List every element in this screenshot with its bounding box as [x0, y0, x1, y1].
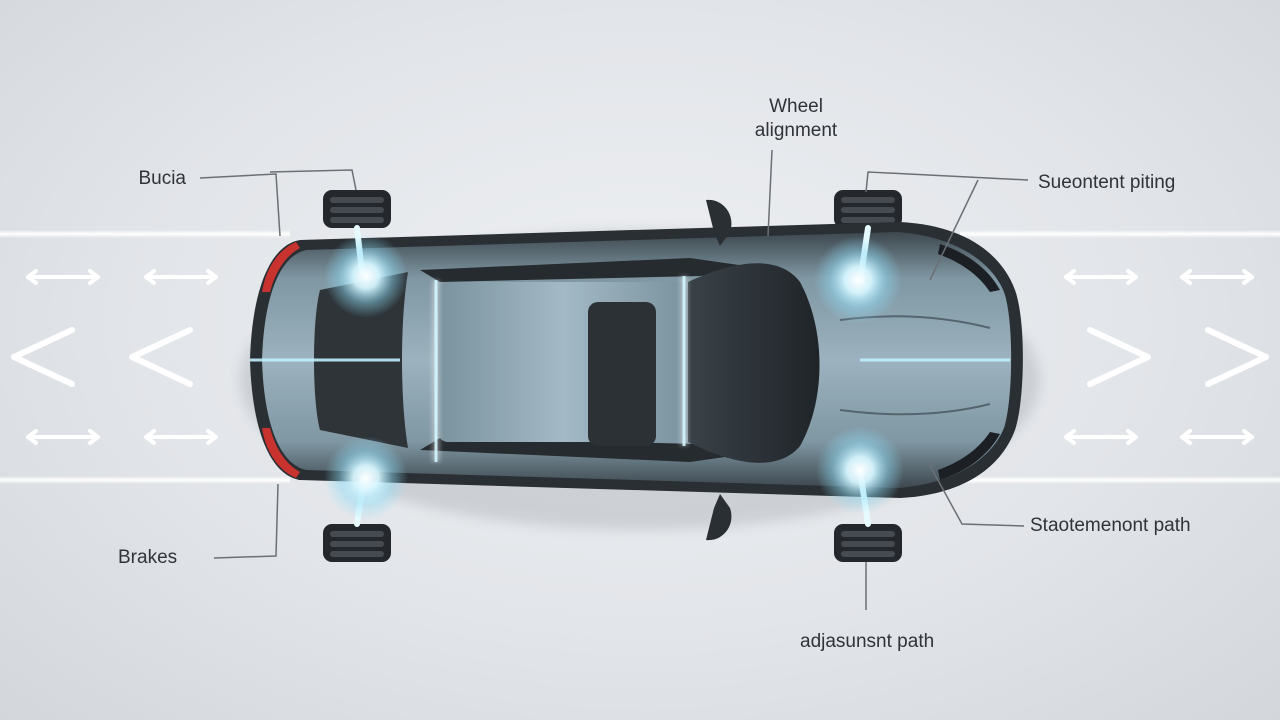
right-chevron-icon	[1087, 327, 1151, 387]
wheel-icon	[834, 524, 902, 562]
leader-lines	[199, 149, 1029, 610]
lane-chevrons	[11, 327, 1269, 387]
label-adjustment-path: adjasunsnt path	[800, 631, 935, 652]
suspension-glow-icon	[324, 234, 408, 318]
leader-line-wheel-alignment	[767, 149, 773, 237]
double-arrow-icon	[1064, 269, 1138, 285]
suspension-glow-icon	[814, 236, 902, 324]
lane-line-top-left	[0, 230, 290, 238]
label-wheel-alignment-line1: Wheel	[769, 96, 823, 117]
double-arrow-icon	[1180, 269, 1254, 285]
windshield	[688, 263, 820, 463]
left-chevron-icon	[129, 327, 193, 387]
double-arrow-icon	[26, 269, 100, 285]
suspension-glow-icon	[816, 426, 904, 514]
double-arrow-icon	[1064, 429, 1138, 445]
label-brakes-bottom: Brakes	[118, 547, 178, 568]
leader-line-suspension-spring	[865, 171, 1029, 193]
double-arrow-icon	[144, 429, 218, 445]
double-arrow-icon	[1180, 429, 1254, 445]
label-wheel-alignment: Wheel alignment	[755, 95, 837, 143]
headlight-bottom	[938, 432, 1000, 480]
side-window-top	[420, 258, 760, 282]
wheel-icon	[323, 190, 391, 228]
lane-line-top-right	[960, 230, 1280, 238]
right-chevron-icon	[1205, 327, 1269, 387]
lane-markings	[0, 230, 1280, 484]
label-brakes-top: Bucia	[138, 168, 186, 189]
side-mirror-icon	[706, 199, 732, 246]
double-arrow-icon	[144, 269, 218, 285]
label-suspension-spring: Sueontent piting	[1038, 172, 1176, 193]
side-window-bottom	[420, 438, 760, 462]
suspension-glows	[324, 234, 904, 520]
lane-arrows	[26, 269, 1254, 445]
leader-line-stabilizer	[927, 461, 1025, 527]
leader-line-brakes-top	[199, 173, 281, 237]
leader-line-brakes-bottom	[213, 483, 279, 559]
left-chevron-icon	[11, 327, 75, 387]
headlight-top	[938, 244, 1000, 292]
tail-light-bottom	[262, 428, 300, 478]
leader-line-suspension-spring-2	[929, 179, 979, 281]
hood-crease-bottom	[839, 403, 991, 416]
double-arrow-icon	[26, 429, 100, 445]
tail-light-top	[262, 242, 300, 292]
leader-line-brakes-top-2	[269, 169, 357, 191]
label-wheel-alignment-line2: alignment	[754, 119, 838, 141]
wheel-icon	[834, 190, 902, 228]
sunroof	[588, 302, 656, 446]
label-stabilizer-path: Staotemenont path	[1030, 515, 1191, 536]
wheel-icon	[323, 524, 391, 562]
wheels	[323, 190, 902, 562]
lane-line-bottom-left	[0, 476, 290, 484]
lane-line-bottom-right	[960, 476, 1280, 484]
suspension-glow-icon	[324, 436, 408, 520]
side-mirror-icon	[706, 494, 732, 541]
